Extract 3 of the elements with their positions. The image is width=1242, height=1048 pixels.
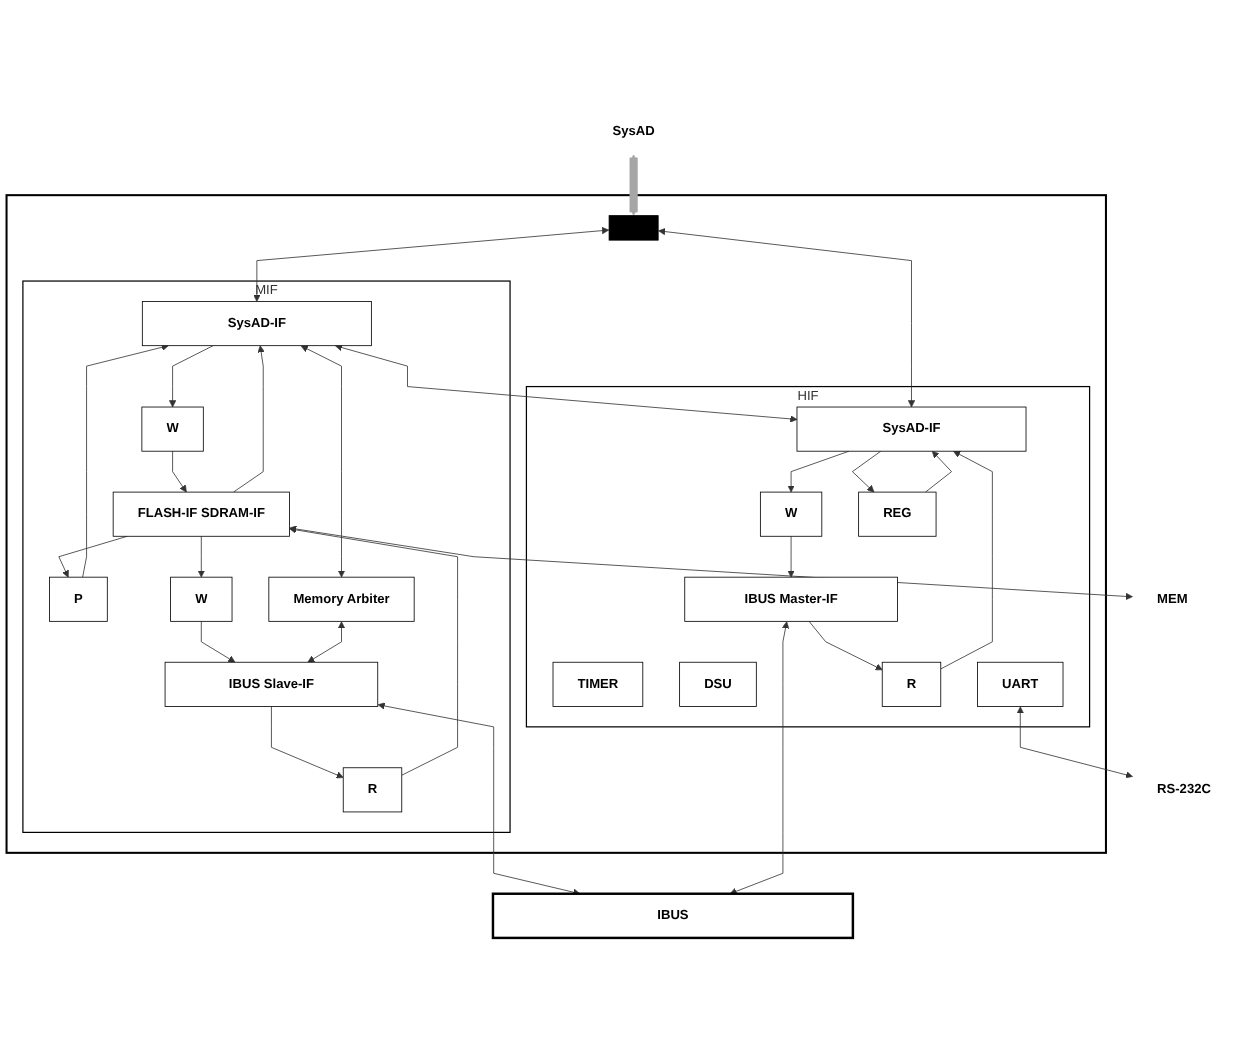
arrow [629, 154, 638, 216]
cluster [5, 194, 1107, 854]
node-bar [608, 215, 659, 241]
